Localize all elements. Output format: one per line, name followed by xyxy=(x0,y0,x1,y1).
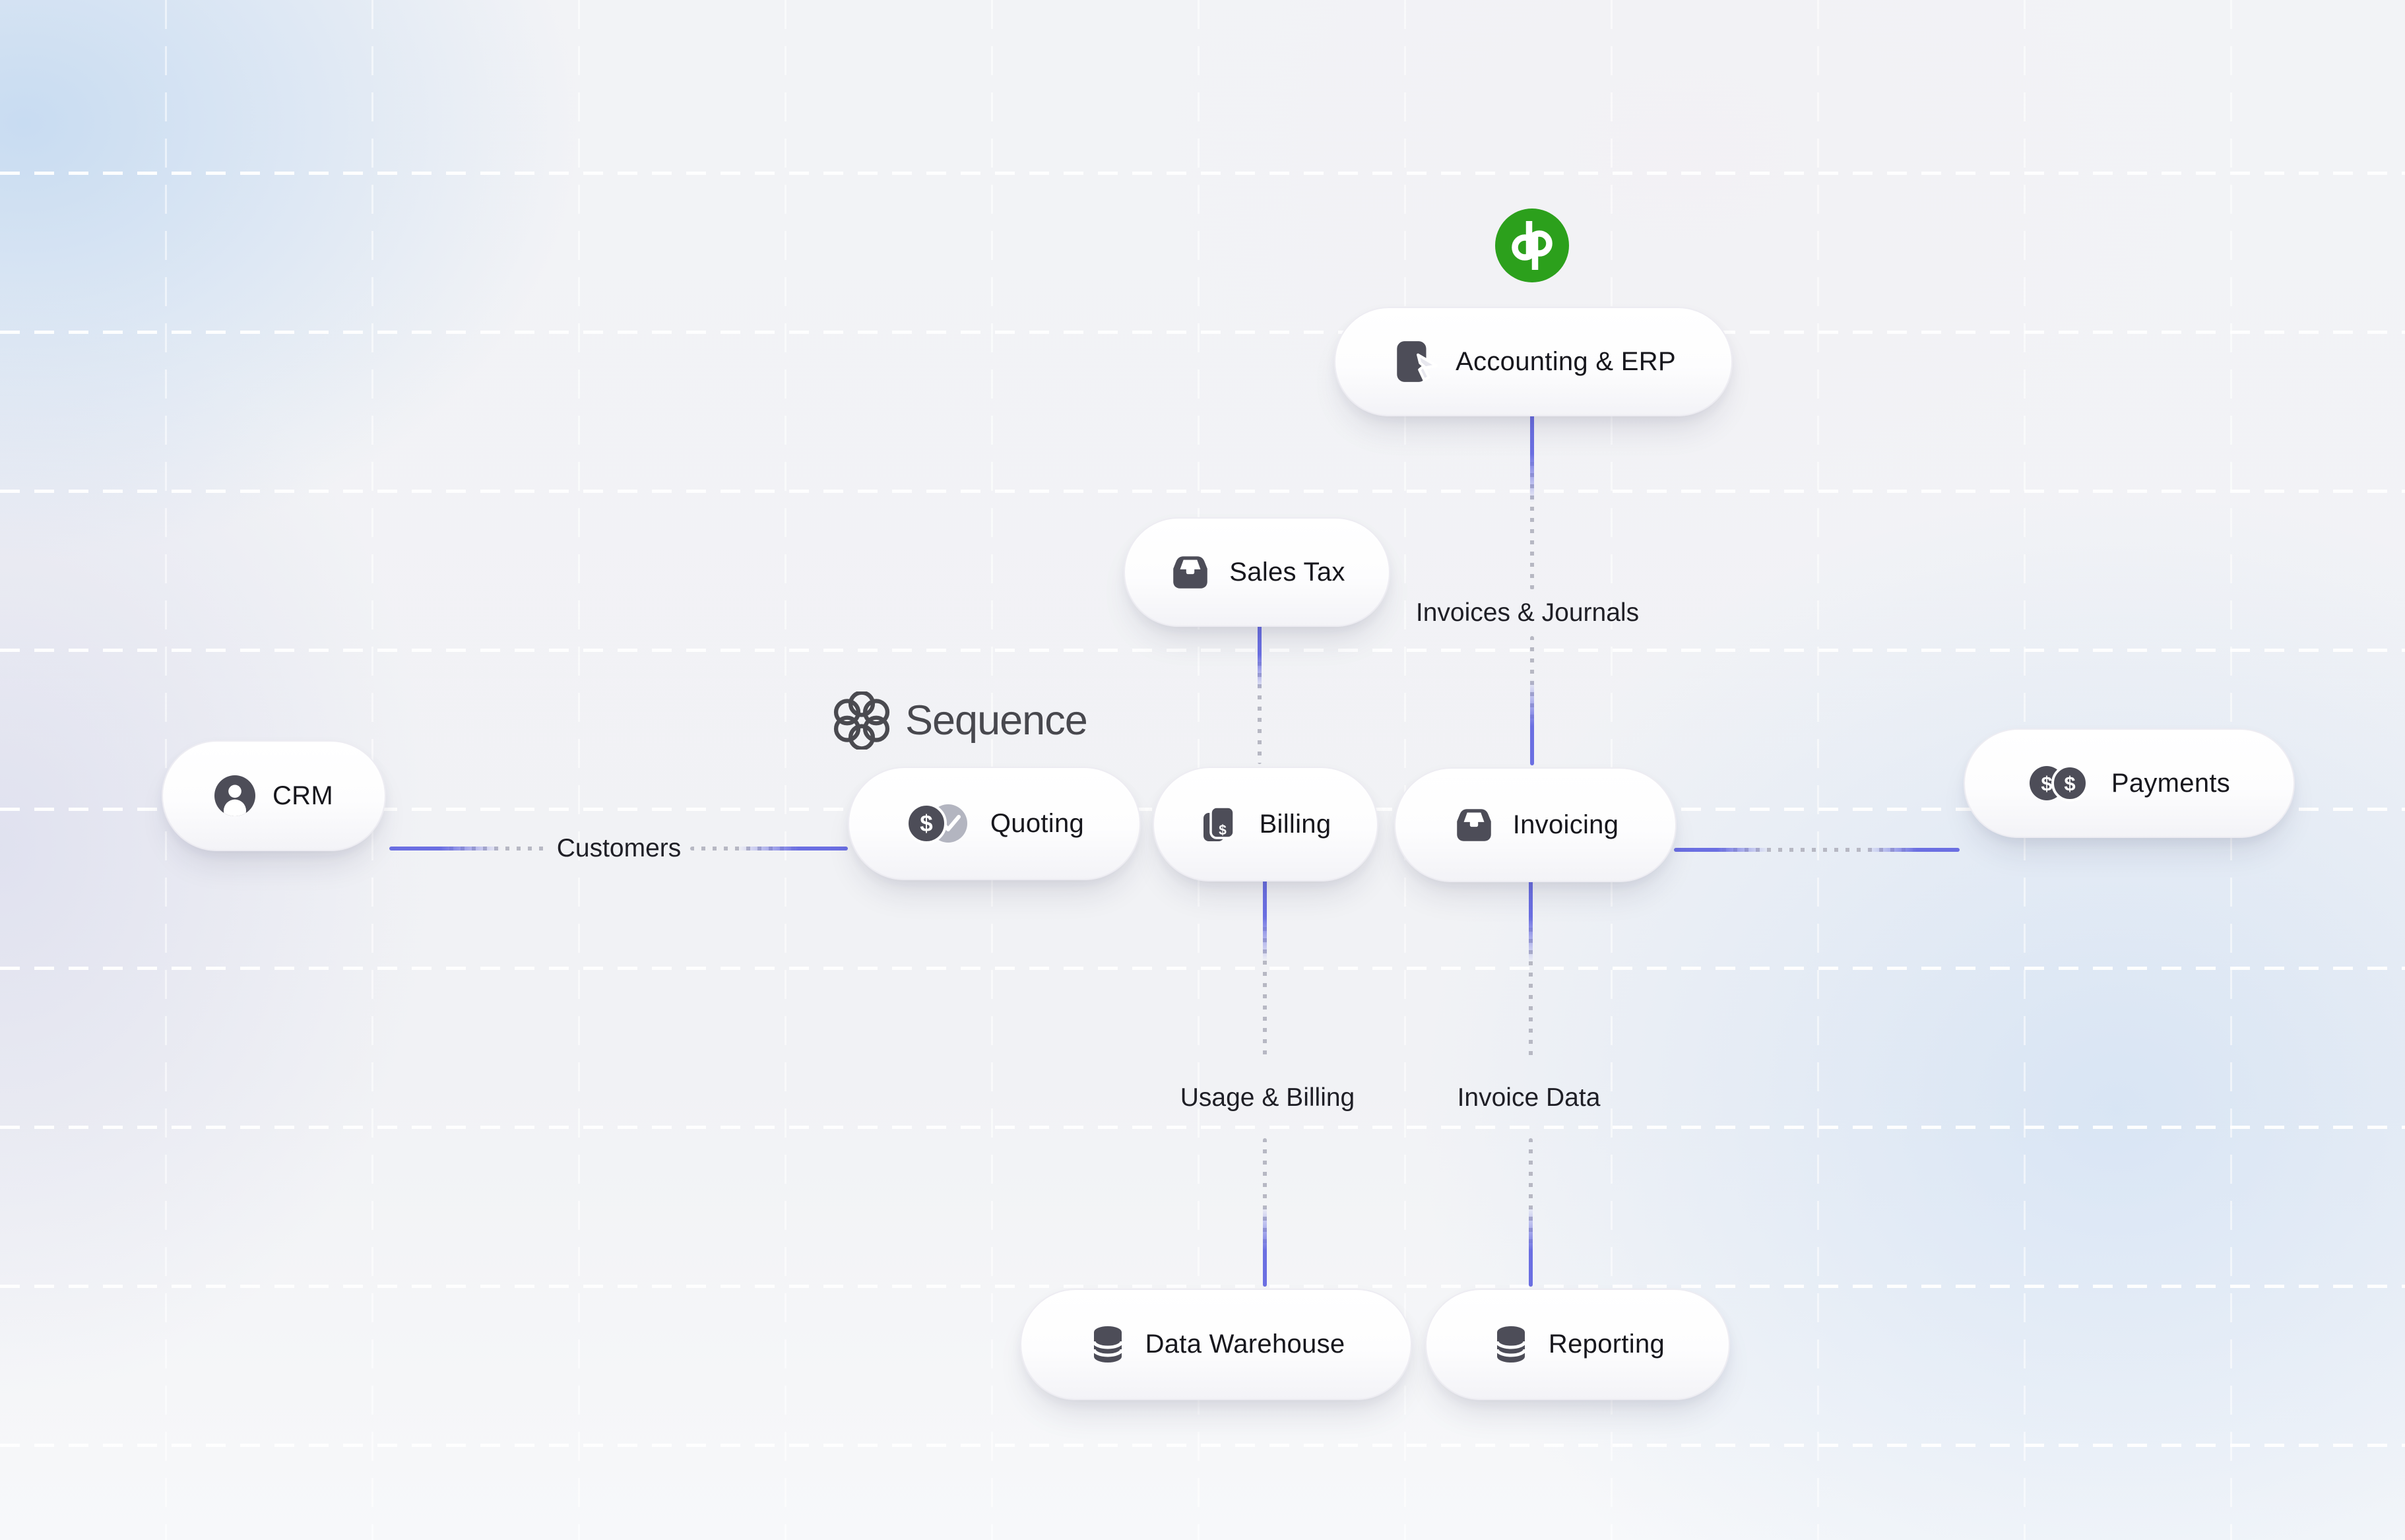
edge-invoicing-payments-cap xyxy=(1866,848,1960,852)
sequence-flower-icon xyxy=(833,691,890,750)
inbox-tray-icon xyxy=(1173,556,1208,589)
node-billing: $ Billing xyxy=(1153,767,1378,882)
node-label: Invoicing xyxy=(1512,810,1619,839)
grid-hline xyxy=(0,1126,2405,1129)
node-label: Reporting xyxy=(1548,1330,1665,1359)
edge-salestax-billing-dots xyxy=(1258,628,1262,764)
grid-vline xyxy=(1404,0,1406,1540)
node-sales-tax: Sales Tax xyxy=(1124,517,1390,627)
node-label: Sales Tax xyxy=(1229,557,1345,587)
svg-text:$: $ xyxy=(920,811,932,837)
edge-crm-quoting-cap xyxy=(738,847,848,850)
inbox-tray-icon xyxy=(1456,809,1491,841)
node-label: CRM xyxy=(273,781,333,810)
sequence-wordmark: Sequence xyxy=(905,697,1088,744)
node-label: Billing xyxy=(1259,809,1331,839)
dollar-coins-icon: $ $ xyxy=(2029,765,2088,802)
sequence-logo: Sequence xyxy=(833,691,1088,750)
grid-hline xyxy=(0,172,2405,175)
node-data-warehouse: Data Warehouse xyxy=(1020,1289,1412,1400)
edge-billing-warehouse-dots xyxy=(1263,882,1267,1059)
grid-hline xyxy=(0,649,2405,652)
svg-text:$: $ xyxy=(1219,823,1227,838)
edge-invoicing-reporting-cap xyxy=(1529,1206,1533,1287)
grid-vline xyxy=(785,0,786,1540)
edge-salestax-billing-cap xyxy=(1258,625,1262,691)
node-label: Data Warehouse xyxy=(1145,1330,1345,1359)
edge-invoicing-payments-dots xyxy=(1677,848,1958,852)
node-label: Accounting & ERP xyxy=(1456,346,1676,376)
svg-text:$: $ xyxy=(2041,772,2052,795)
edge-accounting-invoicing-dots xyxy=(1530,417,1534,590)
node-accounting-erp: Accounting & ERP xyxy=(1334,307,1733,416)
grid-vline xyxy=(1817,0,1819,1540)
edge-invoicing-reporting-cap xyxy=(1529,880,1533,962)
stacked-invoices-dollar-icon: $ xyxy=(1203,806,1235,841)
grid-vline xyxy=(165,0,167,1540)
grid-vline xyxy=(578,0,580,1540)
node-payments: $ $ Payments xyxy=(1964,728,2295,838)
node-crm: CRM xyxy=(162,740,386,851)
grid-hline xyxy=(0,1444,2405,1447)
edge-invoicing-reporting-dots xyxy=(1529,883,1533,1059)
grid-hline xyxy=(0,1285,2405,1288)
edge-accounting-invoicing-cap xyxy=(1530,678,1534,765)
database-icon xyxy=(1495,1326,1527,1363)
node-quoting: $ Quoting xyxy=(848,767,1141,880)
grid-hline xyxy=(0,490,2405,493)
database-icon xyxy=(1092,1326,1124,1363)
edge-label-usage-billing: Usage & Billing xyxy=(1180,1083,1355,1112)
node-invoicing: Invoicing xyxy=(1394,767,1677,882)
user-icon xyxy=(214,775,255,816)
edge-billing-warehouse-cap xyxy=(1263,879,1267,961)
node-reporting: Reporting xyxy=(1425,1289,1730,1400)
node-label: Payments xyxy=(2111,768,2231,798)
svg-text:$: $ xyxy=(2064,772,2075,795)
edge-billing-warehouse-cap xyxy=(1263,1206,1267,1287)
edge-accounting-invoicing-cap xyxy=(1530,414,1534,503)
grid-hline xyxy=(0,967,2405,970)
edge-label-invoices-journals: Invoices & Journals xyxy=(1415,598,1640,627)
grid-hline xyxy=(0,331,2405,334)
edge-label-invoice-data: Invoice Data xyxy=(1457,1083,1601,1112)
edge-label-customers: Customers xyxy=(556,834,682,862)
quickbooks-logo xyxy=(1495,209,1569,282)
node-label: Quoting xyxy=(990,808,1085,838)
dollar-coin-check-icon: $ xyxy=(905,803,967,844)
edge-invoicing-payments-cap xyxy=(1674,848,1770,852)
document-cursor-icon xyxy=(1397,341,1438,382)
edge-crm-quoting-cap xyxy=(389,847,501,850)
